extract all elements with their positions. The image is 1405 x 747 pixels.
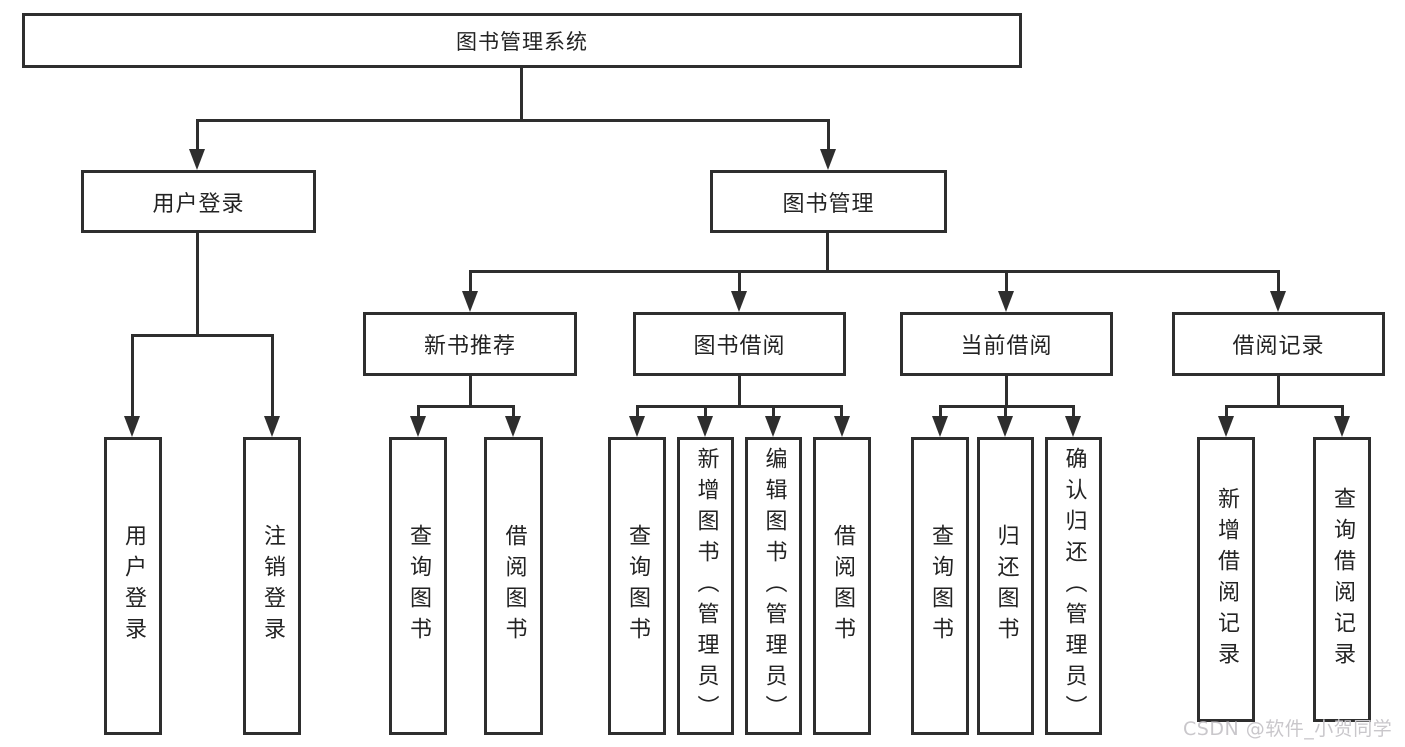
node-return-books-label: 归还图书 [993, 524, 1019, 648]
arrow-down-icon [731, 291, 747, 312]
arrow-down-icon [189, 149, 205, 170]
arrow-down-icon [697, 416, 713, 437]
node-confirm-return-admin: 确认归还（管理员） [1045, 437, 1102, 735]
node-logout-label: 注销登录 [260, 524, 285, 648]
arrow-down-icon [462, 291, 478, 312]
connector-line [1277, 376, 1280, 408]
node-user-login: 用户登录 [81, 170, 316, 233]
connector-line [520, 68, 523, 121]
connector-line [469, 270, 472, 294]
node-edit-books-admin-label: 编辑图书（管理员） [761, 446, 787, 726]
node-query-books-1: 查询图书 [389, 437, 447, 735]
node-add-borrow-record-label: 新增借阅记录 [1214, 486, 1239, 673]
node-query-books-1-label: 查询图书 [406, 524, 431, 648]
node-new-book-recommend-label: 新书推荐 [423, 334, 516, 359]
connector-line [772, 405, 775, 419]
connector-line [1341, 405, 1344, 419]
arrow-down-icon [264, 416, 280, 437]
connector-line [1072, 405, 1075, 419]
node-borrow-books-1-label: 借阅图书 [501, 524, 527, 648]
node-add-books-admin: 新增图书（管理员） [677, 437, 734, 735]
connector-line [196, 233, 199, 337]
node-book-borrowing-label: 图书借阅 [693, 334, 786, 359]
connector-line [196, 119, 830, 122]
node-borrow-books-2: 借阅图书 [813, 437, 871, 735]
node-add-books-admin-label: 新增图书（管理员） [693, 446, 719, 726]
arrow-down-icon [124, 416, 140, 437]
node-book-management: 图书管理 [710, 170, 947, 233]
node-return-books: 归还图书 [977, 437, 1034, 735]
node-library-management-system: 图书管理系统 [22, 13, 1022, 68]
connector-line [826, 233, 829, 273]
node-book-borrowing: 图书借阅 [633, 312, 846, 376]
node-query-books-2: 查询图书 [608, 437, 666, 735]
node-borrow-books-2-label: 借阅图书 [830, 524, 855, 648]
connector-line [271, 334, 274, 419]
node-edit-books-admin: 编辑图书（管理员） [745, 437, 802, 735]
connector-line [1005, 376, 1008, 408]
node-confirm-return-admin-label: 确认归还（管理员） [1061, 446, 1087, 726]
connector-line [939, 405, 942, 419]
connector-line [1005, 270, 1008, 294]
arrow-down-icon [932, 416, 948, 437]
arrow-down-icon [1065, 416, 1081, 437]
connector-line [1004, 405, 1007, 419]
node-query-books-3: 查询图书 [911, 437, 969, 735]
connector-line [636, 405, 639, 419]
node-user-login-label: 用户登录 [152, 191, 245, 217]
connector-line [827, 119, 830, 152]
node-library-management-system-label: 图书管理系统 [456, 29, 588, 54]
node-new-book-recommend: 新书推荐 [363, 312, 577, 376]
connector-line [417, 405, 515, 408]
connector-line [131, 334, 134, 419]
arrow-down-icon [997, 416, 1013, 437]
arrow-down-icon [1334, 416, 1350, 437]
node-borrowing-records: 借阅记录 [1172, 312, 1385, 376]
arrow-down-icon [505, 416, 521, 437]
arrow-down-icon [629, 416, 645, 437]
arrow-down-icon [765, 416, 781, 437]
node-current-borrowing: 当前借阅 [900, 312, 1113, 376]
connector-line [196, 119, 199, 152]
connector-line [131, 334, 274, 337]
node-borrow-books-1: 借阅图书 [484, 437, 543, 735]
node-user-login-leaf-label: 用户登录 [121, 524, 146, 648]
connector-line [636, 405, 843, 408]
node-query-borrow-record-label: 查询借阅记录 [1330, 486, 1355, 673]
arrow-down-icon [1270, 291, 1286, 312]
arrow-down-icon [410, 416, 426, 437]
csdn-watermark: CSDN @软件_小贺同学 [1183, 718, 1393, 740]
node-logout: 注销登录 [243, 437, 301, 735]
node-query-books-2-label: 查询图书 [625, 524, 650, 648]
connector-line [738, 376, 741, 408]
connector-line [1225, 405, 1228, 419]
connector-line [1225, 405, 1343, 408]
arrow-down-icon [998, 291, 1014, 312]
node-user-login-leaf: 用户登录 [104, 437, 162, 735]
connector-line [939, 405, 1075, 408]
connector-line [469, 270, 1280, 273]
connector-line [738, 270, 741, 294]
node-add-borrow-record: 新增借阅记录 [1197, 437, 1255, 722]
node-query-books-3-label: 查询图书 [928, 524, 953, 648]
node-borrowing-records-label: 借阅记录 [1232, 334, 1325, 359]
connector-line [1277, 270, 1280, 294]
node-current-borrowing-label: 当前借阅 [960, 334, 1053, 359]
connector-line [704, 405, 707, 419]
node-query-borrow-record: 查询借阅记录 [1313, 437, 1371, 722]
connector-line [512, 405, 515, 419]
arrow-down-icon [1218, 416, 1234, 437]
arrow-down-icon [834, 416, 850, 437]
node-book-management-label: 图书管理 [782, 191, 875, 217]
connector-line [840, 405, 843, 419]
connector-line [417, 405, 420, 419]
arrow-down-icon [820, 149, 836, 170]
connector-line [469, 376, 472, 408]
